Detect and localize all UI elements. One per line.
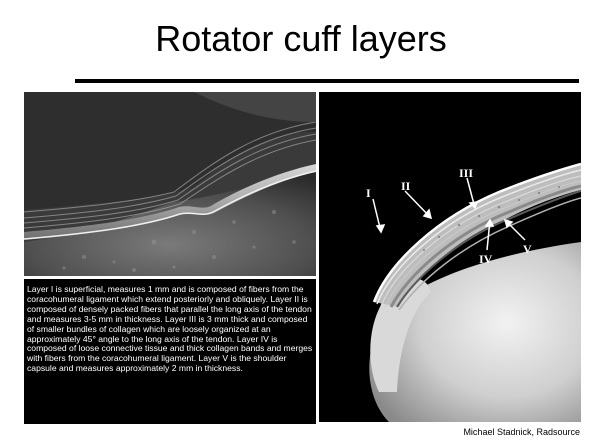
label-layer-1: I [366,186,371,201]
label-layer-4: IV [479,252,492,267]
layers-illustration: I II III IV V [319,92,581,422]
histology-graphic [24,92,316,276]
label-layer-2: II [401,179,410,194]
label-layer-5: V [523,242,532,257]
image-credit: Michael Stadnick, Radsource [330,427,580,437]
caption-text: Layer I is superficial, measures 1 mm an… [27,285,315,374]
label-layer-3: III [459,166,473,181]
layers-graphic [319,92,581,422]
slide-title: Rotator cuff layers [0,18,602,60]
histology-image [24,92,316,276]
title-underline [75,79,579,83]
